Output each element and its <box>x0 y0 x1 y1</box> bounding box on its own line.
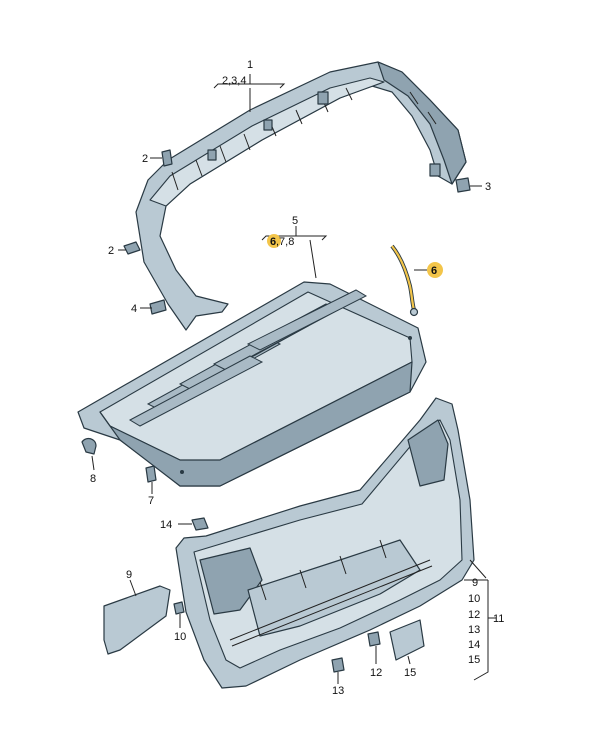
plate-15 <box>389 619 425 661</box>
callout-4: 4 <box>131 303 137 315</box>
callout-15-left: 15 <box>404 667 416 679</box>
bracket-15: 15 <box>468 654 480 666</box>
clip-4 <box>149 299 167 315</box>
callout-3: 3 <box>485 181 491 193</box>
callout-1-sub: 2,3,4 <box>222 75 246 87</box>
callout-5-sub-rest: ,7,8 <box>276 236 294 248</box>
clip-3 <box>455 177 471 193</box>
hook-8 <box>81 437 97 455</box>
callout-5-sub-hl: 6 <box>270 236 276 248</box>
callout-12-left: 12 <box>370 667 382 679</box>
tailgate-trim <box>175 397 475 689</box>
cover-9 <box>103 585 171 655</box>
callout-7: 7 <box>148 495 154 507</box>
clip-12 <box>367 631 381 647</box>
clip-10 <box>173 601 185 615</box>
clip-14 <box>191 517 209 531</box>
callout-6: 6 <box>431 265 437 277</box>
callout-13-left: 13 <box>332 685 344 697</box>
bracket-9: 9 <box>472 577 478 589</box>
strap-part <box>390 244 419 317</box>
clip-2-lower <box>123 241 141 255</box>
bracket-14: 14 <box>468 639 480 651</box>
bracket-11: 11 <box>493 613 504 625</box>
callout-9-left: 9 <box>126 569 132 581</box>
clip-2-upper <box>161 149 173 167</box>
clip-7 <box>145 465 157 483</box>
callout-14: 14 <box>160 519 172 531</box>
callout-2a: 2 <box>142 153 148 165</box>
callout-10-left: 10 <box>174 631 186 643</box>
bracket-13: 13 <box>468 624 480 636</box>
callout-1: 1 <box>247 59 253 71</box>
callout-5: 5 <box>292 215 298 227</box>
highlight-6-bg <box>267 234 281 248</box>
callout-labels: 1 2,3,4 2 2 3 4 5 6 ,7,8 6 7 8 9 10 12 1… <box>90 59 504 697</box>
clip-13 <box>331 657 345 673</box>
leader-lines <box>91 74 496 684</box>
highlight-6-callout-bg <box>427 262 443 278</box>
upper-trim-frame <box>135 61 467 331</box>
bracket-12: 12 <box>468 609 480 621</box>
clip-parts <box>81 149 471 673</box>
parcel-shelf <box>77 281 427 487</box>
bracket-10: 10 <box>468 593 480 605</box>
callout-8: 8 <box>90 473 96 485</box>
callout-2b: 2 <box>108 245 114 257</box>
